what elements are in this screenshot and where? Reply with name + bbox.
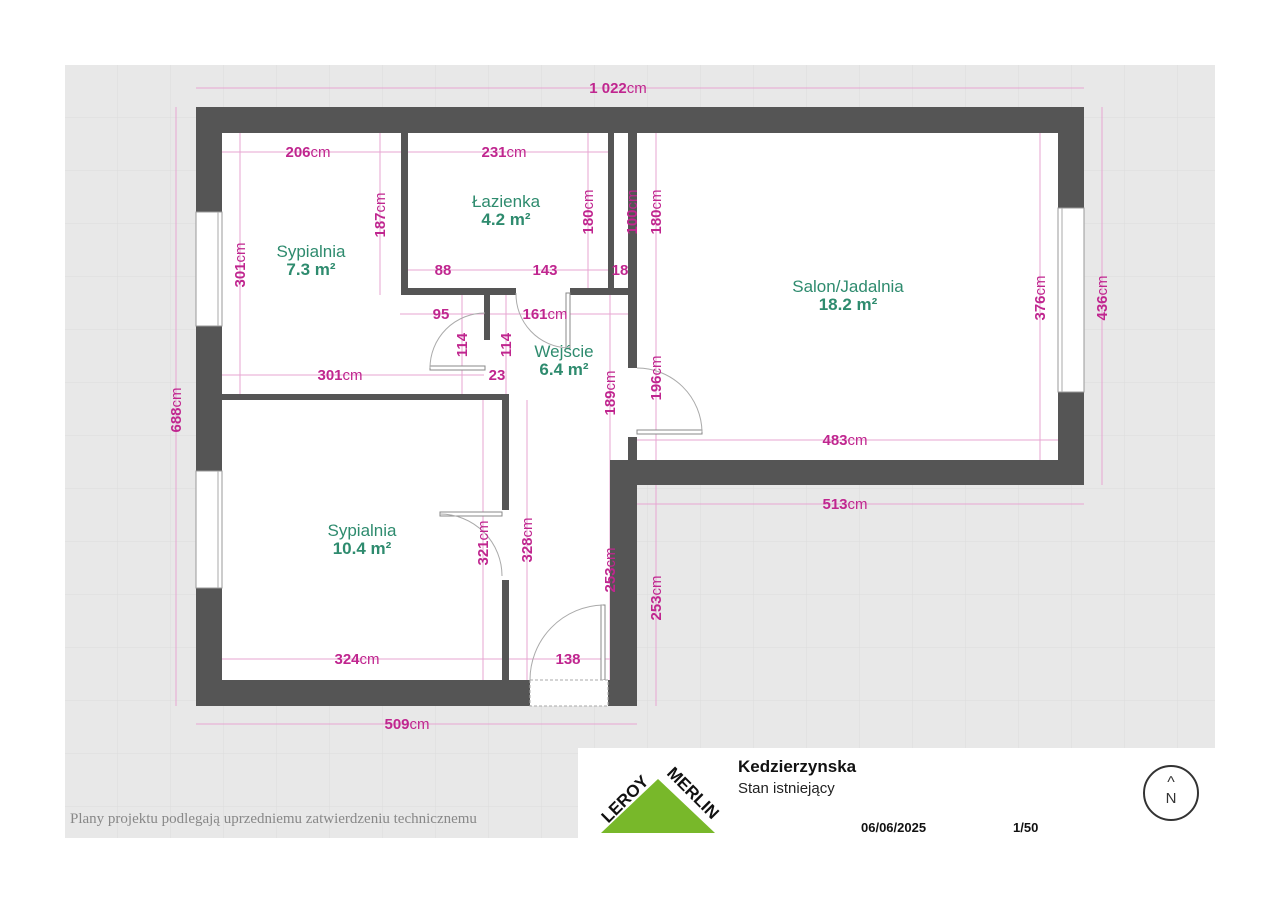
north-arrow-icon: ^ [1167, 774, 1175, 791]
plan-date: 06/06/2025 [861, 820, 927, 835]
disclaimer-text: Plany projektu podlegają uprzedniemu zat… [70, 811, 477, 827]
dimension-label: 253cm [648, 575, 665, 620]
dimension-label: 321cm [475, 520, 492, 565]
dimension-label: 231cm [481, 144, 526, 161]
doors [429, 292, 703, 707]
dimension-label: 253cm [602, 547, 619, 592]
dimension-label: 138 [555, 651, 580, 668]
dimension-label: 328cm [519, 517, 536, 562]
dimension-label: 206cm [285, 144, 330, 161]
project-status: Stan istniejący [738, 780, 835, 797]
dimension-label: 95 [433, 306, 450, 323]
dimension-label: 376cm [1032, 275, 1049, 320]
dimension-label: 688cm [168, 387, 185, 432]
north-compass-icon: ^ N [1143, 765, 1199, 821]
dimension-label: 196cm [648, 355, 665, 400]
dimension-label: 23 [489, 367, 506, 384]
dimension-label: 114 [498, 332, 515, 357]
dimension-label: 513cm [822, 496, 867, 513]
dimension-label: 189cm [602, 370, 619, 415]
dimension-label: 18 [612, 262, 629, 279]
leroy-merlin-logo: LEROY MERLIN [598, 763, 723, 833]
dimension-label: 143 [532, 262, 557, 279]
dimension-label: 301cm [232, 242, 249, 287]
dimension-label: 114 [454, 332, 471, 357]
dimension-label: 436cm [1094, 275, 1111, 320]
dimension-label: 509cm [384, 716, 429, 733]
dimension-label: 1 022cm [589, 80, 647, 97]
dimension-label: 483cm [822, 432, 867, 449]
dimension-label: 180cm [648, 189, 665, 234]
title-block: LEROY MERLIN Kedzierzynska Stan istnieją… [578, 748, 1215, 838]
dimension-label: 161cm [522, 306, 567, 323]
project-title: Kedzierzynska [738, 757, 857, 776]
dimension-labels: 1 022cm 206cm 231cm 187cm 180cm 100cm 180cm 301… [168, 80, 1111, 733]
dimension-label: 180cm [580, 189, 597, 234]
windows [195, 207, 1085, 589]
dimension-label: 187cm [372, 192, 389, 237]
dimension-label: 88 [435, 262, 452, 279]
dimension-label: 100cm [624, 189, 641, 234]
dimension-label: 301cm [317, 367, 362, 384]
floor-area [222, 133, 1058, 680]
dimension-label: 324cm [334, 651, 379, 668]
plan-scale: 1/50 [1013, 820, 1039, 835]
